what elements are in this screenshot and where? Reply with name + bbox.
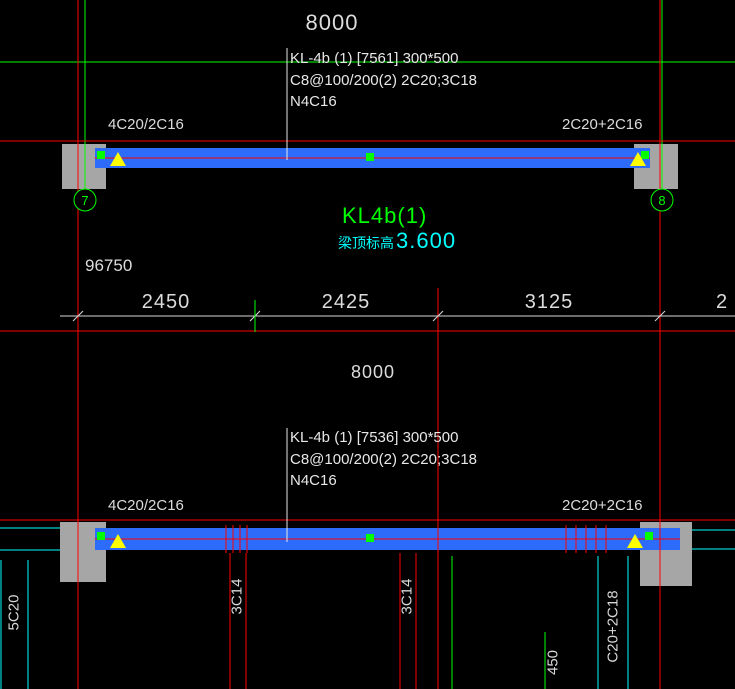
support-triangle-top-left — [110, 152, 126, 166]
top-beam-left-rebar-label: 4C20/2C16 — [108, 116, 184, 133]
selected-beam-name-label: KL4b(1) — [342, 203, 428, 228]
bottom-beam-annotation-line3: N4C16 — [290, 472, 337, 489]
vertical-rebar-label-3c14-1: 3C14 — [228, 578, 246, 615]
dimension-tick — [654, 310, 666, 322]
grid-bubble-7[interactable] — [73, 188, 97, 212]
grid-bubble-8[interactable] — [650, 188, 674, 212]
dimension-partial-right: 2 — [716, 291, 729, 313]
support-triangle-bottom-right — [627, 534, 643, 548]
grip-top-beam-middle[interactable] — [366, 153, 374, 161]
grid-bubble-7-label: 7 — [81, 193, 88, 208]
grip-top-beam-right[interactable] — [641, 151, 649, 159]
bottom-beam-right-rebar-label: 2C20+2C16 — [562, 497, 643, 514]
elevation-value-label: 3.600 — [396, 228, 457, 253]
top-beam-annotation-line2: C8@100/200(2) 2C20;3C18 — [290, 72, 478, 89]
dimension-tick — [72, 310, 84, 322]
grip-top-beam-left[interactable] — [97, 151, 105, 159]
vertical-dimension-450: 450 — [544, 649, 562, 676]
vertical-rebar-label-5c20: 5C20 — [5, 594, 23, 631]
bottom-beam-annotation-line2: C8@100/200(2) 2C20;3C18 — [290, 451, 478, 468]
dimension-2450: 2450 — [141, 291, 191, 313]
vertical-rebar-label-3c14-2: 3C14 — [398, 578, 416, 615]
dimension-2425: 2425 — [321, 291, 371, 313]
bottom-span-dimension: 8000 — [350, 362, 396, 382]
grip-bottom-beam-left[interactable] — [97, 532, 105, 540]
top-span-dimension: 8000 — [305, 10, 359, 35]
elevation-prefix-label: 梁顶标高 — [338, 235, 394, 251]
vertical-rebar-label-c20-2c18: C20+2C18 — [604, 590, 622, 663]
grip-bottom-beam-middle[interactable] — [366, 534, 374, 542]
dimension-3125: 3125 — [524, 291, 574, 313]
grip-bottom-beam-right[interactable] — [645, 532, 653, 540]
grid-bubble-8-label: 8 — [658, 193, 665, 208]
top-beam-annotation-line1: KL-4b (1) [7561] 300*500 — [290, 50, 459, 67]
top-beam-right-rebar-label: 2C20+2C16 — [562, 116, 643, 133]
support-triangle-top-right — [630, 152, 646, 166]
station-label: 96750 — [85, 256, 133, 275]
dimension-tick — [432, 310, 444, 322]
beam-top-elevation: 梁顶标高 3.600 — [338, 228, 456, 254]
top-beam-annotation-line3: N4C16 — [290, 93, 337, 110]
support-triangle-bottom-left — [110, 534, 126, 548]
bottom-beam-annotation-line1: KL-4b (1) [7536] 300*500 — [290, 429, 459, 446]
bottom-beam-left-rebar-label: 4C20/2C16 — [108, 497, 184, 514]
